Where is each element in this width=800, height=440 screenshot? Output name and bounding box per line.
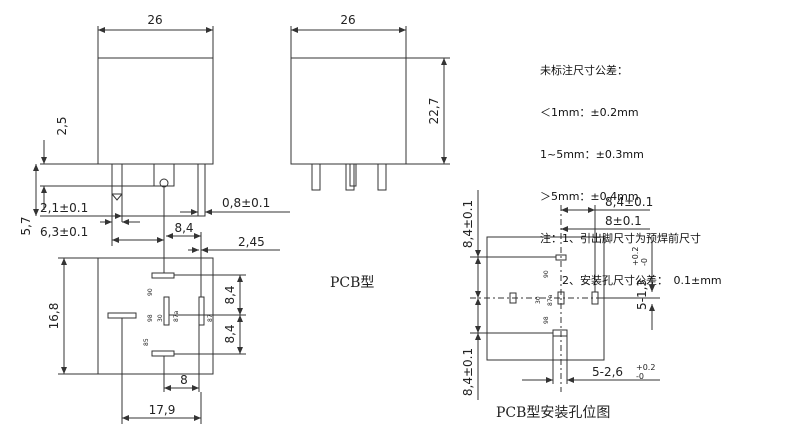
- tolerance-notes: 未标注尺寸公差： ＜1mm：±0.2mm 1~5mm：±0.3mm ＞5mm：±…: [540, 36, 722, 302]
- dim-pcb-hole-big-tol-dn: -0: [636, 372, 644, 381]
- bottom-pin-right: [198, 296, 205, 326]
- dim-bottom-84: 8,4: [174, 221, 193, 235]
- front-pin-left: [111, 163, 123, 195]
- dim-pcb-hole-big: 5-2,6: [592, 365, 623, 379]
- dim-pin-b: 6,3±0.1: [40, 225, 88, 239]
- dim-pcb-hole-big-tol-up: +0.2: [636, 363, 655, 372]
- hole-label-90: 90: [543, 270, 550, 278]
- front-view: [33, 26, 290, 246]
- hole-label-98: 98: [543, 316, 550, 324]
- notes-line-1: ＜1mm：±0.2mm: [540, 106, 639, 119]
- pin-label-90: 90: [147, 288, 154, 296]
- notes-title: 未标注尺寸公差：: [540, 64, 628, 77]
- front-view-body: [97, 57, 214, 165]
- pin-label-30: 30: [157, 314, 164, 322]
- caption-pcb-type: PCB型: [330, 275, 375, 291]
- dim-pcb-hole-small: 5-1,3: [635, 279, 649, 310]
- dim-bottom-8: 8: [180, 373, 188, 387]
- dim-pcb-84-left-top: 8,4±0.1: [461, 200, 475, 248]
- dim-front-width: 26: [147, 13, 162, 27]
- bottom-pin-center: [163, 296, 170, 326]
- notes-line-4: 注：1、引出脚尺寸为预焊前尺寸: [540, 232, 701, 245]
- front-pin-mid: [153, 163, 175, 187]
- caption-pcb-mount: PCB型安装孔位图: [496, 405, 611, 421]
- dim-pin-top: 2,5: [55, 116, 69, 135]
- pin-label-87a: 87a: [173, 310, 180, 322]
- dim-pcb-hole-small-tol-up: +0.2: [631, 247, 640, 266]
- side-view: [290, 26, 450, 191]
- pin-label-87: 87: [207, 314, 214, 322]
- dim-bottom-84-r1: 8,4: [223, 285, 237, 304]
- dim-pcb-84-top: 8,4±0.1: [605, 195, 653, 209]
- dim-pcb-hole-small-tol-dn: -0: [640, 258, 649, 266]
- dim-bottom-245: 2,45: [238, 235, 265, 249]
- bottom-pin-top: [151, 272, 175, 279]
- side-view-body: [290, 57, 407, 165]
- hole-label-30: 30: [535, 296, 542, 304]
- bottom-view: [58, 232, 280, 424]
- pin-label-85: 85: [143, 338, 150, 346]
- dim-pcb-8-top: 8±0.1: [605, 214, 642, 228]
- dim-pcb-84-left-bot: 8,4±0.1: [461, 348, 475, 396]
- notes-line-2: 1~5mm：±0.3mm: [540, 148, 644, 161]
- dim-bottom-84-r2: 8,4: [223, 324, 237, 343]
- bottom-pin-left: [107, 312, 137, 319]
- front-pin-right: [197, 163, 206, 217]
- dim-bottom-168: 16,8: [47, 303, 61, 330]
- bottom-pin-bottom: [151, 350, 175, 357]
- pin-label-98: 98: [147, 314, 154, 322]
- dim-height: 22,7: [427, 98, 441, 125]
- pcb-hole-layout: [470, 190, 660, 400]
- dim-bottom-179: 17,9: [149, 403, 176, 417]
- dim-pin-thick: 0,8±0.1: [222, 196, 270, 210]
- bottom-view-body: [97, 257, 214, 375]
- notes-line-3: ＞5mm：±0.4mm: [540, 190, 639, 203]
- dim-side-width: 26: [340, 13, 355, 27]
- hole-label-87a: 87a: [547, 294, 554, 306]
- dim-pin-len: 5,7: [19, 216, 33, 235]
- dim-pin-a: 2,1±0.1: [40, 201, 88, 215]
- notes-line-5: 2、安装孔尺寸公差： 0.1±mm: [540, 274, 722, 287]
